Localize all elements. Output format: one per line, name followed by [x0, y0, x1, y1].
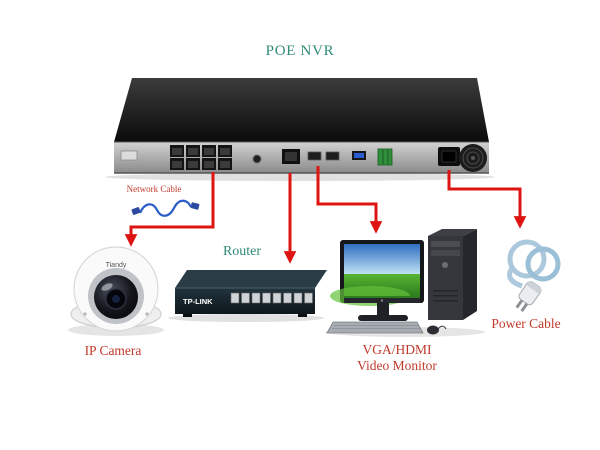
mouse [427, 325, 447, 335]
nvr-shadow [105, 173, 495, 181]
label-video-monitor-line2: Video Monitor [357, 358, 437, 374]
arrow-to-camera [124, 172, 215, 247]
router-top-face [175, 270, 327, 288]
nvr-terminal-block [377, 148, 393, 166]
camera-lens [105, 288, 127, 310]
router-front-face [175, 288, 315, 314]
label-video-monitor: VGA/HDMI Video Monitor [337, 342, 457, 374]
label-video-monitor-line1: VGA/HDMI [362, 342, 432, 357]
label-router: Router [222, 244, 262, 259]
monitor-screen-sky [344, 244, 420, 274]
keyboard [326, 321, 424, 334]
title-poe-nvr: POE NVR [265, 43, 335, 59]
nvr-front-badge [120, 150, 138, 161]
nvr-power-inlet [438, 147, 460, 166]
label-ip-camera: IP Camera [84, 343, 142, 358]
nvr-top-face [114, 78, 489, 142]
nvr-screw [252, 154, 262, 164]
nvr-front-panel [114, 142, 489, 173]
nvr-vga-port [325, 151, 340, 161]
arrow-to-monitor [316, 166, 383, 234]
arrow-to-power-cable [447, 170, 527, 229]
nvr-usb-port [352, 151, 366, 160]
nvr-fan-grille [459, 144, 487, 172]
router-port-row [230, 292, 313, 304]
pc-tower [428, 229, 477, 320]
power-cable-coil [507, 239, 547, 279]
nvr-lan-port [282, 149, 300, 164]
camera-dome-body [73, 246, 159, 332]
power-plug [515, 281, 542, 312]
nvr-hdmi-port [307, 151, 322, 161]
router-brand-label: TP-LINK [183, 297, 213, 306]
camera-glass [94, 275, 138, 319]
camera-base-rim [70, 299, 162, 329]
label-network-cable: Network Cable [126, 184, 182, 194]
monitor [330, 240, 424, 321]
camera-brand-label: Tiandy [106, 262, 127, 269]
label-power-cable: Power Cable [491, 316, 561, 331]
monitor-screen-grass [344, 274, 420, 296]
nvr-poe-port-bank [170, 145, 232, 170]
camera-ring [88, 268, 144, 324]
